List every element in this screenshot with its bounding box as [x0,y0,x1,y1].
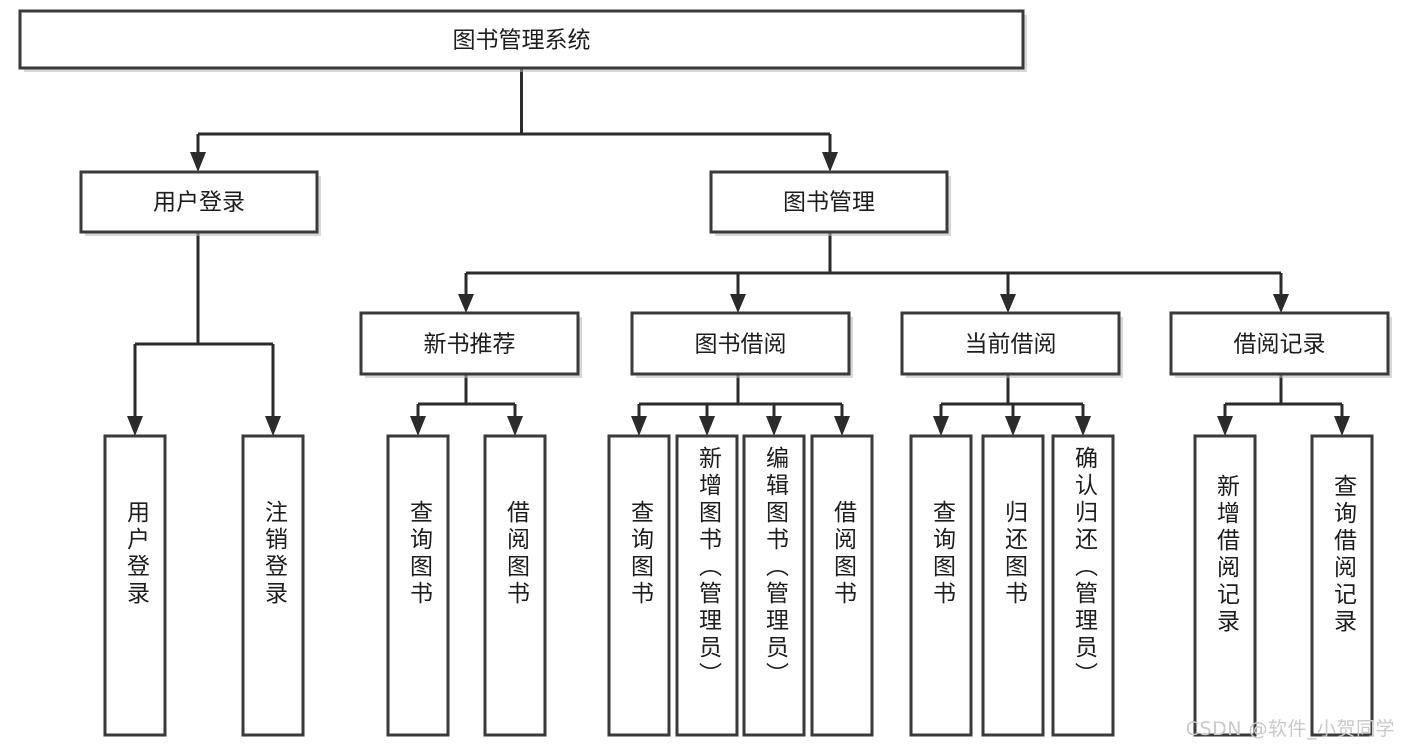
node-leaf-return-book[interactable] [981,434,1045,737]
arrow-head-leaf-add-record [1217,416,1233,436]
arrow-head-leaf-query-book-3 [933,416,949,436]
arrow-head-new-book-rec [458,294,474,313]
edge-group-user-login-to-leaves [127,232,281,436]
node-leaf-user-logout[interactable] [241,434,305,737]
arrow-head-leaf-user-login [127,416,143,436]
arrow-head-book-borrow [730,294,746,313]
node-new-book-rec-label: 新书推荐 [424,332,516,358]
node-leaf-user-login-rect[interactable] [103,434,167,737]
arrow-head-user-login [190,152,206,172]
node-new-book-rec-rect[interactable] [359,311,580,376]
node-borrow-record[interactable]: 借阅记录 [1169,311,1392,378]
node-new-book-rec[interactable]: 新书推荐 [359,311,582,378]
arrow-head-leaf-query-book-1 [410,416,426,436]
node-book-borrow-rect[interactable] [630,311,851,376]
node-leaf-add-book[interactable] [675,434,739,737]
node-leaf-borrow-book-2[interactable] [810,434,874,737]
node-leaf-borrow-book-1[interactable] [483,434,547,737]
node-book-manage-label: 图书管理 [783,190,875,216]
arrow-head-leaf-confirm-return [1075,416,1091,436]
arrow-head-current-borrow [1000,294,1016,313]
arrow-head-leaf-user-logout [265,416,281,436]
node-leaf-query-record-rect[interactable] [1310,434,1374,737]
node-current-borrow-rect[interactable] [900,311,1121,376]
node-current-borrow-label: 当前借阅 [965,332,1057,358]
node-leaf-add-record-rect[interactable] [1193,434,1257,737]
node-leaf-query-record[interactable] [1310,434,1374,737]
node-book-borrow[interactable]: 图书借阅 [630,311,853,378]
arrow-head-leaf-query-book-2 [631,416,647,436]
edge-group-root-to-level2 [190,68,838,172]
edge-group-borrow-record-to-leaves [1217,374,1350,436]
node-leaf-query-book-3-rect[interactable] [909,434,973,737]
node-leaf-query-book-3[interactable] [909,434,973,737]
edge-group-current-borrow-to-leaves [933,374,1091,436]
node-leaf-borrow-book-2-rect[interactable] [810,434,874,737]
node-user-login-rect[interactable] [79,170,319,234]
arrow-head-leaf-add-book [699,416,715,436]
node-leaf-user-login[interactable] [103,434,167,737]
node-leaf-query-book-2[interactable] [607,434,671,737]
node-book-manage-rect[interactable] [709,170,949,234]
node-leaf-borrow-book-1-rect[interactable] [483,434,547,737]
node-book-manage[interactable]: 图书管理 [709,170,951,236]
node-current-borrow[interactable]: 当前借阅 [900,311,1123,378]
node-leaf-query-book-1-rect[interactable] [386,434,450,737]
node-leaf-query-book-1[interactable] [386,434,450,737]
arrow-head-leaf-edit-book [766,416,782,436]
node-leaf-return-book-rect[interactable] [981,434,1045,737]
arrow-head-leaf-query-record [1334,416,1350,436]
edge-group-book-borrow-to-leaves [631,374,850,436]
node-leaf-user-logout-rect[interactable] [241,434,305,737]
node-leaf-add-record[interactable] [1193,434,1257,737]
node-user-login[interactable]: 用户登录 [79,170,321,236]
arrow-head-leaf-return-book [1005,416,1021,436]
node-user-login-label: 用户登录 [153,190,245,216]
node-book-borrow-label: 图书借阅 [695,332,787,358]
arrow-head-leaf-borrow-book-2 [834,416,850,436]
node-root-rect[interactable] [18,9,1025,70]
node-root-label: 图书管理系统 [453,28,591,54]
node-leaf-confirm-return[interactable] [1051,434,1115,737]
node-leaf-confirm-return-rect[interactable] [1051,434,1115,737]
edge-group-book-manage-to-level3 [458,232,1289,313]
node-leaf-query-book-2-rect[interactable] [607,434,671,737]
node-leaf-add-book-rect[interactable] [675,434,739,737]
node-leaf-edit-book[interactable] [742,434,806,737]
node-leaf-edit-book-rect[interactable] [742,434,806,737]
edge-group-new-book-rec-to-leaves [410,374,523,436]
arrow-head-leaf-borrow-book-1 [507,416,523,436]
node-root[interactable]: 图书管理系统 [18,9,1027,72]
arrow-head-borrow-record [1273,294,1289,313]
arrow-head-book-manage [822,152,838,172]
node-borrow-record-label: 借阅记录 [1234,332,1326,358]
node-borrow-record-rect[interactable] [1169,311,1390,376]
